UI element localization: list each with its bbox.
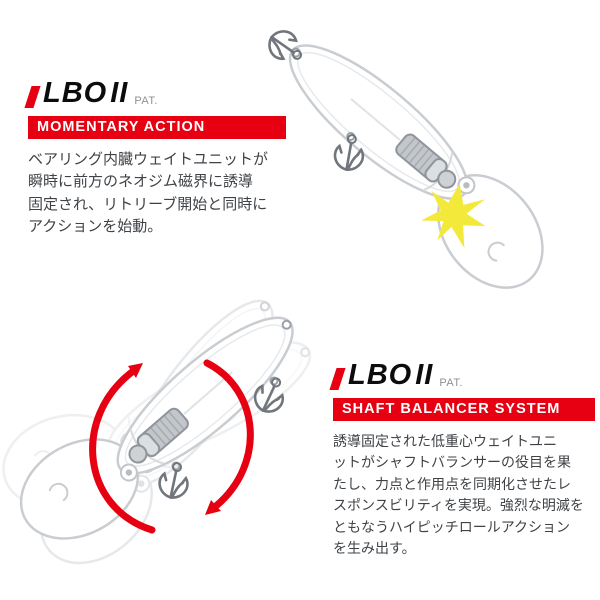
description-line: たし、力点と作用点を同期化させたレ bbox=[333, 475, 571, 492]
rotation-arrow-left-head bbox=[128, 363, 143, 378]
rotation-arrow-right bbox=[203, 359, 254, 510]
magnet-flash-icon bbox=[421, 183, 486, 249]
description-line: 誘導固定された低重心ウェイトユニ bbox=[333, 432, 557, 449]
patent-label: PAT. bbox=[134, 94, 158, 107]
description-line: を生み出す。 bbox=[333, 540, 416, 557]
shaft-description: 誘導固定された低重心ウェイトユニ ットがシャフトバランサーの役目を果 たし、力点… bbox=[333, 431, 595, 560]
lbo-logo: LBO II PAT. bbox=[24, 77, 286, 109]
lure-side-view bbox=[288, 44, 544, 289]
momentary-action-banner: MOMENTARY ACTION bbox=[28, 115, 286, 139]
rotation-arrow-left bbox=[89, 368, 156, 534]
rotation-arrow-right-head bbox=[205, 500, 221, 515]
shaft-balancer-illustration bbox=[2, 268, 331, 598]
logo-numeral: II bbox=[415, 359, 434, 391]
weight-unit bbox=[395, 133, 457, 189]
description-line: アクションを始動。 bbox=[28, 218, 163, 236]
momentary-description: ベアリング内臓ウェイトユニットが 瞬時に前方のネオジム磁界に誘導 固定され、リト… bbox=[28, 149, 286, 239]
shaft-balancer-section: LBO II PAT. SHAFT BALANCER SYSTEM 誘導固定され… bbox=[329, 359, 595, 560]
momentary-action-illustration bbox=[262, 24, 544, 289]
rotation-arrows bbox=[89, 359, 254, 534]
shaft-balancer-banner: SHAFT BALANCER SYSTEM bbox=[333, 397, 595, 421]
logo-numeral: II bbox=[110, 77, 129, 109]
momentary-action-section: LBO II PAT. MOMENTARY ACTION ベアリング内臓ウェイト… bbox=[24, 77, 286, 239]
lip-brand-mark bbox=[487, 241, 506, 262]
bearing-ball bbox=[437, 169, 457, 189]
logo-red-accent-icon bbox=[24, 85, 41, 108]
description-line: ットがシャフトバランサーの役目を果 bbox=[333, 454, 571, 471]
logo-text: LBO bbox=[43, 77, 108, 109]
description-line: スポンスビリティを実現。強烈な明滅を bbox=[333, 497, 584, 514]
lure-eye-pupil bbox=[463, 182, 470, 189]
shaft-line bbox=[350, 98, 401, 141]
description-line: ともなうハイピッチロールアクション bbox=[333, 518, 571, 535]
patent-label: PAT. bbox=[439, 376, 463, 389]
rear-split-ring bbox=[269, 376, 279, 386]
description-line: 固定され、リトリーブ開始と同時に bbox=[28, 195, 268, 213]
description-line: 瞬時に前方のネオジム磁界に誘導 bbox=[28, 173, 254, 191]
lbo-logo: LBO II PAT. bbox=[329, 359, 595, 391]
logo-text: LBO bbox=[348, 359, 413, 391]
description-line: ベアリング内臓ウェイトユニットが bbox=[28, 150, 269, 168]
